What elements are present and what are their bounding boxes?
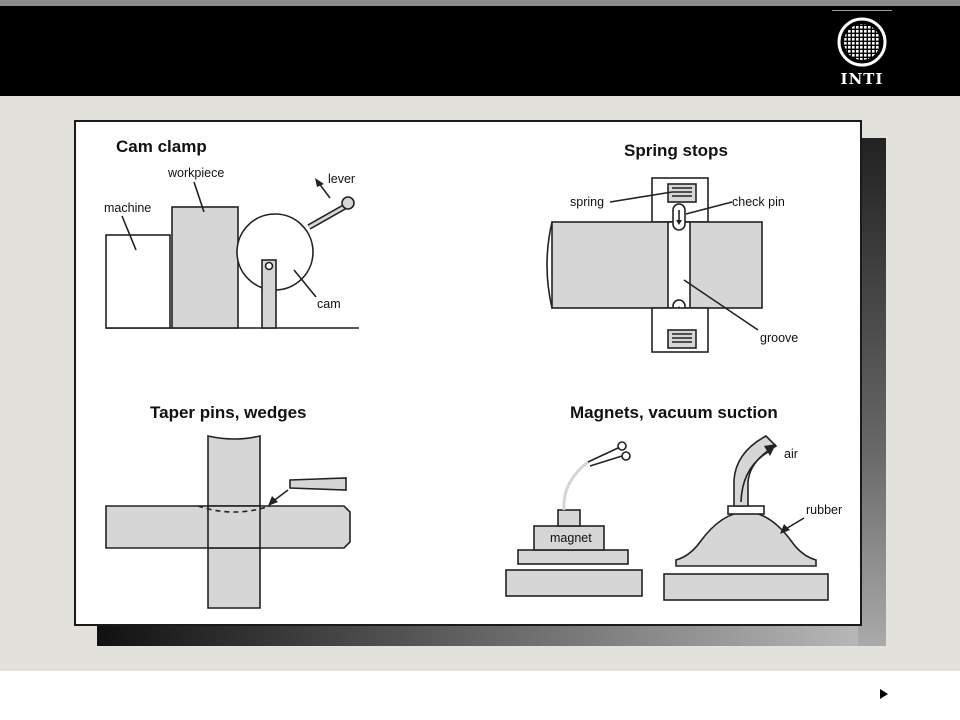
pin-overlap — [207, 505, 261, 549]
label-machine: machine — [104, 201, 151, 215]
lever-knob — [341, 196, 355, 210]
groove-band — [667, 221, 691, 309]
lever-arrow-head — [315, 178, 324, 187]
inti-logo: INTI — [828, 10, 896, 92]
wedge — [289, 477, 347, 491]
air-flow-line — [740, 451, 769, 503]
label-workpiece: workpiece — [167, 166, 224, 180]
label-check-pin: check pin — [732, 195, 785, 209]
cam-pivot — [264, 261, 274, 271]
lower-spring-box — [667, 329, 697, 349]
play-icon[interactable] — [880, 689, 888, 699]
logo-divider — [832, 10, 892, 11]
leader-check-pin — [685, 201, 733, 215]
figure-shadow-edge — [858, 138, 886, 646]
figure-frame: Cam clamp machine workpiece lever cam Sp… — [74, 120, 862, 626]
label-groove: groove — [760, 331, 798, 345]
air-flow-arrow-head — [764, 444, 776, 456]
upper-spring-coil — [672, 187, 692, 197]
cam-clamp-title: Cam clamp — [116, 137, 207, 156]
magnet-base-plate — [505, 569, 643, 597]
magnet-wire-2 — [589, 455, 623, 467]
magnets-panel: Magnets, vacuum suction magnet air rubbe… — [505, 403, 842, 601]
cam-clamp-panel: Cam clamp machine workpiece lever cam — [104, 137, 359, 329]
workpiece-block — [171, 206, 239, 329]
upper-spring-box — [667, 183, 697, 203]
taper-pins-title: Taper pins, wedges — [150, 403, 307, 422]
logo-emblem-icon — [837, 17, 887, 67]
suction-tube — [733, 435, 778, 507]
spring-stops-title: Spring stops — [624, 141, 728, 160]
shaft — [551, 221, 763, 309]
magnet-cable-inner — [562, 460, 589, 511]
spring-stops-panel: Spring stops spring check pin groo — [546, 141, 798, 353]
lever-arm-inner — [308, 204, 347, 229]
rubber-cup — [675, 511, 817, 567]
label-lever: lever — [328, 172, 355, 186]
leader-spring — [609, 191, 673, 203]
label-magnet: magnet — [550, 531, 592, 545]
lower-spring-coil — [672, 333, 692, 343]
cup-collar — [727, 505, 765, 515]
magnet-terminal-1 — [617, 441, 627, 451]
magnet-wire-1 — [587, 447, 619, 463]
machine-block — [105, 234, 171, 329]
label-cam: cam — [317, 297, 341, 311]
pin-hole-outline — [197, 505, 271, 513]
fixture-diagram: Cam clamp machine workpiece lever cam Sp… — [104, 137, 842, 609]
rubber-arrow-head — [780, 524, 790, 534]
wedge-arrow-head — [268, 496, 278, 506]
vacuum-base-plate — [663, 573, 829, 601]
taper-pins-panel: Taper pins, wedges — [105, 403, 351, 609]
leader-workpiece — [193, 181, 205, 213]
shaft-end — [546, 221, 553, 309]
magnet-neck — [557, 509, 581, 527]
label-rubber: rubber — [806, 503, 842, 517]
magnet-terminal-2 — [621, 451, 631, 461]
label-spring: spring — [570, 195, 604, 209]
magnet-block — [533, 525, 605, 551]
label-air: air — [784, 447, 798, 461]
upper-pin-arrow-head — [676, 220, 682, 225]
header-bar — [0, 6, 960, 96]
magnet-workpiece — [517, 549, 629, 565]
magnets-title: Magnets, vacuum suction — [570, 403, 778, 422]
leader-groove — [683, 279, 759, 331]
top-strip — [0, 0, 960, 6]
leader-machine — [121, 215, 137, 251]
leader-cam — [293, 269, 317, 298]
logo-text: INTI — [840, 70, 884, 88]
cam-post — [261, 259, 277, 329]
